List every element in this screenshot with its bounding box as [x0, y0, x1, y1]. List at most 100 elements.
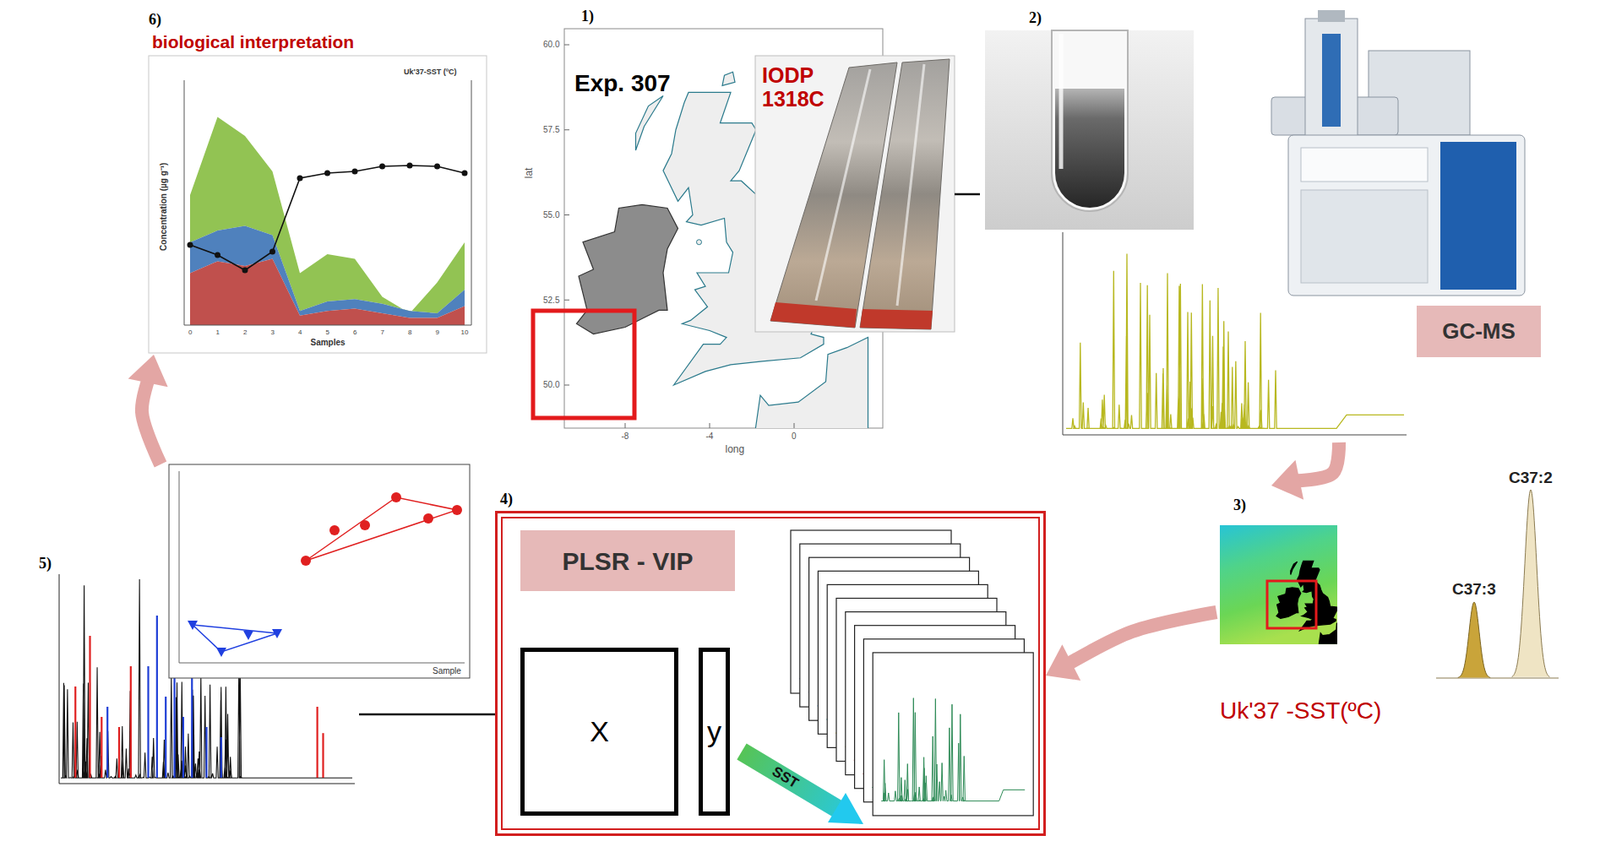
chart-axes: [184, 80, 472, 326]
connector-group: [1271, 442, 1339, 501]
axis-label: 50.0: [543, 380, 560, 391]
chart-label: Sample: [432, 666, 462, 677]
chromatogram-trace: [881, 698, 1025, 802]
axis-tick: [564, 299, 570, 301]
chart-label: 2: [243, 328, 247, 337]
glass-shine: [1059, 33, 1064, 169]
highlighted-peak: [156, 615, 158, 779]
chart-label: 7: [380, 328, 385, 337]
core-cap: [770, 302, 857, 328]
chart-label: 8: [408, 328, 412, 337]
arrow-label: SST: [768, 763, 801, 793]
photo-ground: [985, 30, 1194, 230]
highlighted-peak: [321, 733, 324, 779]
chart-label: 6: [353, 328, 357, 337]
connector-group: [128, 354, 169, 465]
connector: [954, 193, 980, 196]
core-cap: [859, 309, 933, 330]
score-plot: [168, 464, 470, 679]
interpretation-panel: 6)biological interpretation: [143, 6, 490, 355]
sst-point: [187, 242, 194, 249]
highlighted-peak: [316, 707, 319, 779]
map-panel: 1)Exp. 307IODP 1318C: [525, 8, 885, 430]
score-point: [187, 620, 198, 631]
chromatogram-trace: [1066, 253, 1405, 429]
score-point: [243, 631, 254, 641]
sample-tube-photo: [985, 30, 1194, 230]
axis-tick: [564, 129, 570, 131]
sst-point: [269, 249, 276, 256]
sediment: [1055, 88, 1125, 208]
chart-axes: [1062, 232, 1407, 436]
axis-label: 55.0: [543, 210, 560, 221]
analysis-panel: 2) GC-MS: [979, 8, 1548, 443]
highlighted-peak: [182, 717, 185, 779]
chromatogram-stack: [790, 530, 1034, 817]
connector-group: [954, 194, 980, 196]
photo-ground: [755, 55, 955, 332]
gc-chromatogram: [1062, 232, 1407, 436]
callout-number: 2): [1028, 10, 1042, 28]
tower-cap: [1317, 10, 1345, 22]
proxy-name: Uk'37 -SST(ºC): [1219, 698, 1382, 725]
score-point: [359, 520, 371, 531]
core-photo-box: IODP 1318C: [755, 55, 955, 332]
map-title: Exp. 307: [574, 70, 671, 98]
callout-number: 1): [581, 8, 594, 26]
vector-name: y: [707, 716, 722, 748]
axis-label: 52.5: [543, 295, 560, 306]
sst-panel-art: [1219, 489, 1559, 679]
area-series: [190, 259, 465, 326]
instrument-box: GC-MS: [1416, 305, 1541, 358]
sst-point: [214, 252, 221, 259]
axis-label: -4: [706, 431, 714, 442]
chart-label: 10: [461, 328, 469, 337]
score-point: [451, 505, 463, 516]
proxy-panel: 3) Uk'37 -SST(ºC): [1216, 485, 1559, 740]
highlighted-peak: [106, 707, 109, 779]
highlighted-peak: [118, 727, 120, 779]
wrap-shine: [897, 64, 925, 306]
biology-chart: [148, 55, 487, 354]
highlighted-peak: [88, 636, 91, 779]
axis-label: lat: [523, 168, 536, 180]
axis-tick: [794, 423, 795, 429]
gc-ms-instrument: [1271, 10, 1525, 296]
arrow-head: [1271, 460, 1304, 501]
chromatogram-frame: [872, 653, 1034, 817]
sst-point: [242, 267, 249, 274]
land-shape: [1276, 587, 1301, 619]
chart-frame: [148, 55, 487, 354]
highlighted-peak: [130, 666, 132, 779]
sst-land: [1276, 560, 1338, 644]
chart-axes: [179, 471, 465, 664]
test-tube: [1051, 30, 1128, 212]
callout-number: 3): [1233, 497, 1247, 515]
sst-gradient-arrow: [741, 751, 864, 825]
highlighted-peak: [220, 737, 223, 779]
axis-tick: [625, 423, 626, 429]
tower-stripe: [1322, 33, 1341, 127]
method-box: PLSR - VIP: [520, 530, 735, 592]
plot-frame: [168, 464, 470, 679]
group-hull: [305, 497, 458, 561]
core-section: [859, 59, 950, 330]
results-panel: 5): [33, 464, 360, 792]
arrow-head: [827, 793, 864, 825]
chart-label: 5: [326, 328, 330, 337]
sst-point: [297, 175, 304, 182]
score-point: [329, 525, 340, 536]
axis-tick: [564, 385, 570, 387]
instrument-name: GC-MS: [1442, 319, 1516, 344]
axis-label: 60.0: [543, 39, 560, 50]
sst-point: [352, 168, 359, 175]
highlighted-peak: [164, 696, 167, 779]
sst-point: [324, 170, 331, 177]
panel-heading: biological interpretation: [152, 32, 354, 52]
connector: [359, 713, 496, 717]
axis-tick: [564, 214, 570, 216]
highlighted-peak: [74, 686, 77, 779]
coastline: [696, 239, 703, 245]
